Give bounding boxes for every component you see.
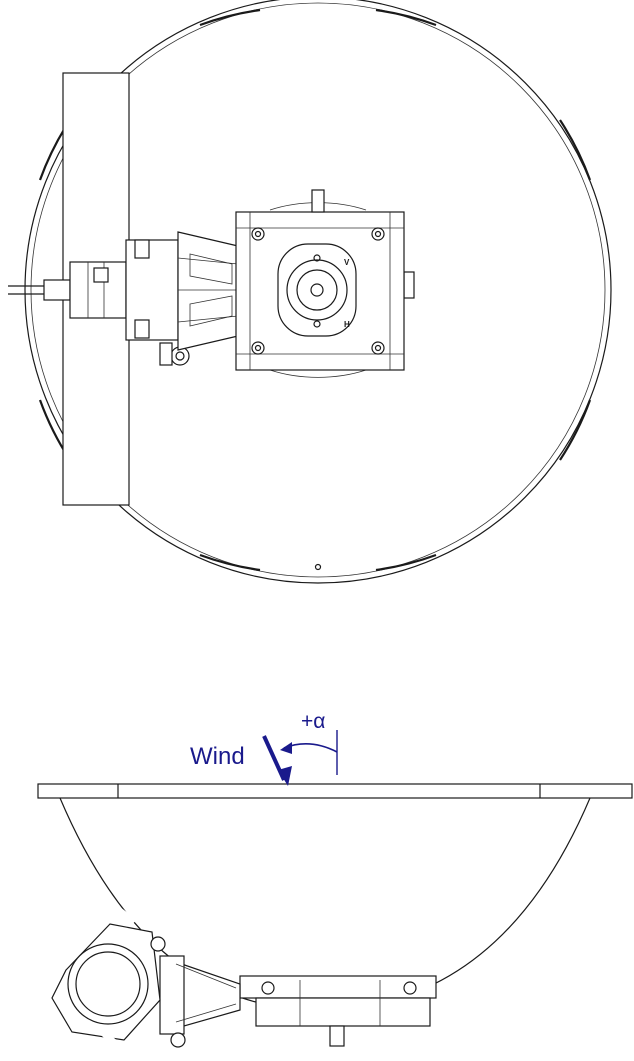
angle-arc-head — [280, 742, 292, 754]
angle-label: +α — [301, 710, 325, 733]
cable — [8, 285, 44, 295]
reflector-rim — [37, 783, 633, 799]
antenna-side-view: Wind +α — [10, 710, 633, 1061]
wind-label: Wind — [190, 743, 245, 770]
pole-clamp — [10, 874, 186, 1061]
pole-section — [67, 943, 149, 1025]
dish-inner-rim — [30, 2, 606, 578]
side-clamp — [43, 239, 190, 366]
radio-housing: V H — [235, 189, 415, 378]
dish-outer-rim — [24, 0, 612, 584]
radio-unit-side — [239, 975, 437, 1047]
clamp-bolts — [10, 874, 186, 1061]
side-bracket-arm — [159, 955, 241, 1035]
housing-screws — [251, 227, 385, 355]
wind-arrow-head — [278, 766, 292, 786]
feed-port — [286, 259, 348, 321]
antenna-front-view: V H — [8, 0, 612, 584]
polarity-mark-h: H — [344, 320, 350, 329]
wind-annotation: Wind +α — [190, 710, 338, 786]
feed-bracket — [177, 231, 239, 351]
polarity-mark-v: V — [344, 258, 350, 267]
